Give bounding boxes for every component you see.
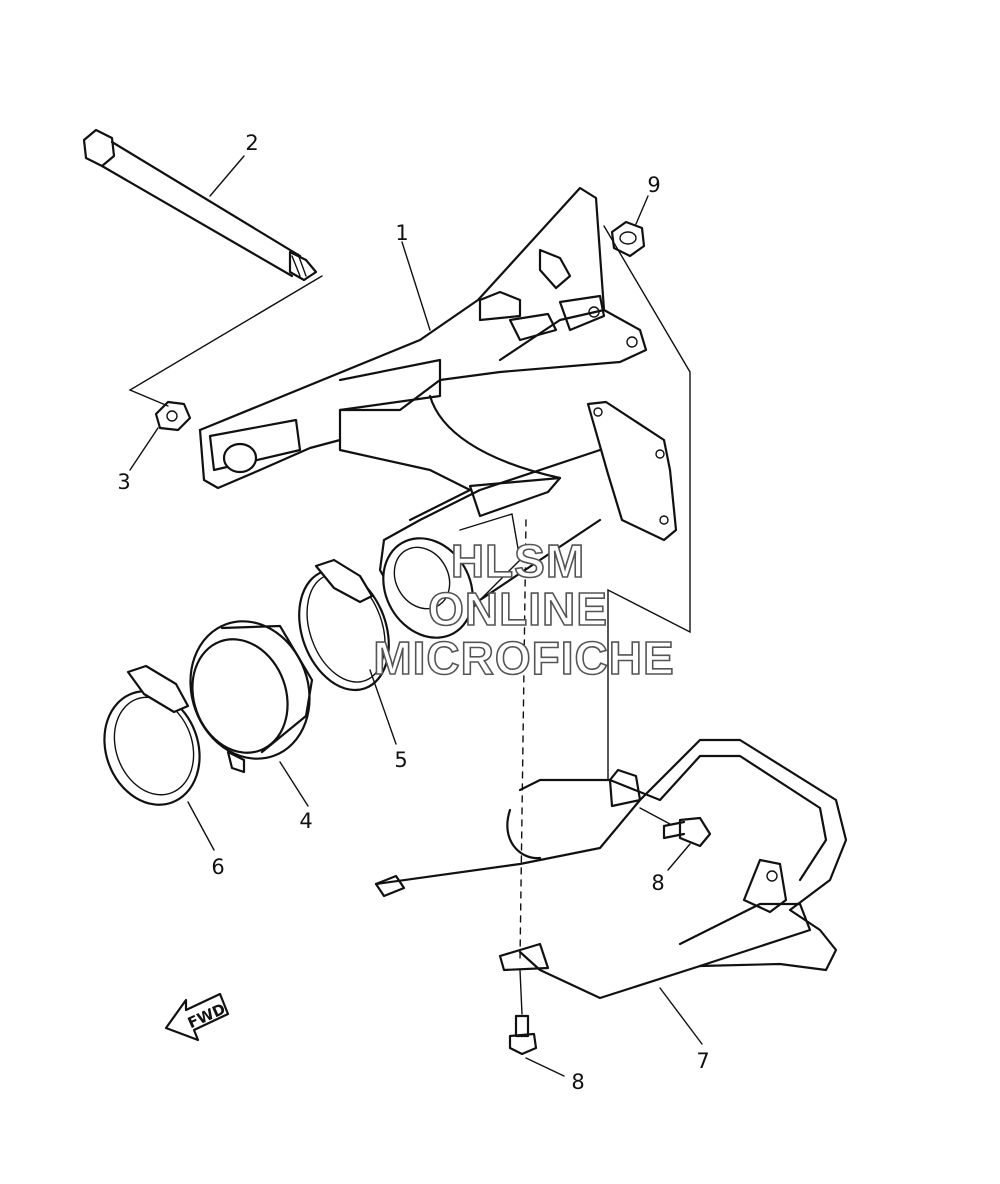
callout-5: 5 bbox=[394, 748, 407, 772]
part-4-boot bbox=[189, 620, 314, 774]
callout-6: 6 bbox=[211, 855, 224, 879]
callout-4: 4 bbox=[299, 809, 312, 833]
part-2-pivot-bolt bbox=[82, 128, 318, 282]
leader-lines bbox=[128, 155, 703, 1077]
part-8-bolt-upper bbox=[662, 816, 712, 848]
watermark: HLSM ONLINE MICROFICHE bbox=[373, 534, 675, 685]
final-drive-housing bbox=[378, 400, 678, 639]
part-9-nut bbox=[610, 220, 646, 258]
callout-9: 9 bbox=[647, 173, 660, 197]
part-1-swingarm bbox=[198, 186, 648, 522]
part-6-clamp bbox=[103, 664, 201, 806]
part-7-guard bbox=[374, 738, 848, 1000]
callout-7: 7 bbox=[696, 1049, 709, 1073]
callout-3: 3 bbox=[117, 470, 130, 494]
callout-8-lower: 8 bbox=[571, 1070, 584, 1094]
part-5-clamp bbox=[298, 558, 390, 692]
part-3-lock-washer bbox=[154, 400, 192, 432]
watermark-line3: MICROFICHE bbox=[373, 632, 674, 684]
watermark-line2: ONLINE bbox=[428, 583, 608, 635]
callout-labels: 1 2 3 4 5 6 7 8 8 9 bbox=[117, 131, 709, 1094]
part-8-bolt-lower bbox=[508, 1014, 538, 1056]
watermark-line1: HLSM bbox=[451, 535, 585, 587]
callout-2: 2 bbox=[245, 131, 258, 155]
callout-8-upper: 8 bbox=[651, 871, 664, 895]
callout-1: 1 bbox=[395, 221, 408, 245]
fwd-arrow-icon: FWD bbox=[164, 992, 230, 1042]
